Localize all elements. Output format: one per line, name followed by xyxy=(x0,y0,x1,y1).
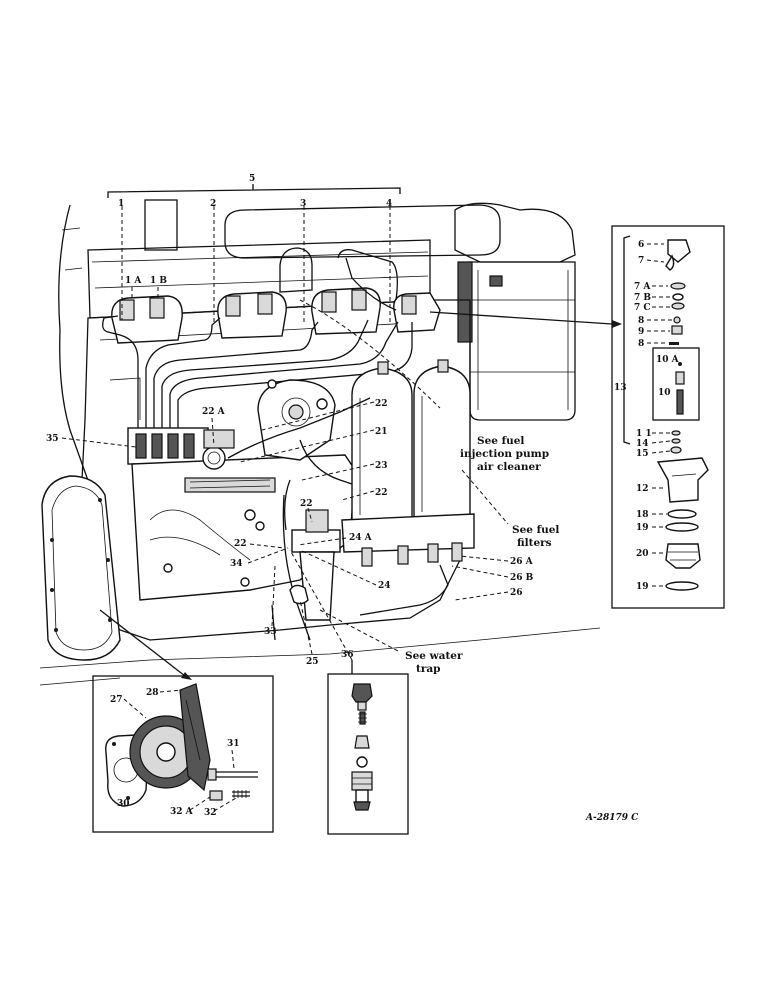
water-trap xyxy=(291,509,341,621)
nozzle-label-12: 14 xyxy=(636,439,649,449)
gear-label-1: 28 xyxy=(146,688,159,698)
callout-33: 33 xyxy=(264,627,277,637)
note-water-trap-line2: trap xyxy=(416,663,441,675)
drive-gear-detail-panel xyxy=(92,675,274,833)
cylinder-group-bracket xyxy=(107,184,401,198)
callout-26a: 26 A xyxy=(510,557,534,567)
nozzle-label-10: 13 xyxy=(614,383,627,393)
note-pump-cleaner-line2: injection pump xyxy=(460,448,549,460)
callout-26b: 26 B xyxy=(510,573,534,583)
gear-label-4: 32 A xyxy=(170,807,194,817)
note-water-trap-line1: See water xyxy=(405,650,463,662)
nozzle-label-3: 7 B xyxy=(634,293,651,303)
nozzle-label-6: 9 xyxy=(638,327,644,337)
gear-label-5: 32 xyxy=(204,808,217,818)
fitting-detail-panel xyxy=(327,673,409,835)
callout-35: 35 xyxy=(46,434,59,444)
injector-nozzle-detail-panel xyxy=(611,225,725,609)
callout-1b: 1 B xyxy=(150,276,167,286)
timing-cover xyxy=(41,475,121,661)
nozzle-label-18: 19 xyxy=(636,582,649,592)
callout-21: 21 xyxy=(375,427,388,437)
callout-24a: 24 A xyxy=(349,533,373,543)
gear-label-3: 30 xyxy=(117,799,130,809)
fuel-filters xyxy=(341,359,475,567)
fuel-injection-pump xyxy=(127,427,356,601)
nozzle-label-17: 20 xyxy=(636,549,649,559)
nozzle-label-0: 6 xyxy=(638,240,644,250)
callout-5: 5 xyxy=(249,174,255,184)
callout-22-left: 22 xyxy=(234,539,247,549)
callout-24: 24 xyxy=(378,581,391,591)
callout-23: 23 xyxy=(375,461,388,471)
callout-26: 26 xyxy=(510,588,523,598)
nozzle-label-11: 1 1 xyxy=(636,429,652,439)
callout-22-top: 22 xyxy=(375,399,388,409)
note-pump-cleaner-line3: air cleaner xyxy=(477,461,541,473)
gear-label-2: 31 xyxy=(227,739,240,749)
gear-callouts: 27 28 31 30 32 A 32 xyxy=(110,688,240,818)
nozzle-label-9: 10 xyxy=(658,388,671,398)
callout-22-center: 22 xyxy=(300,499,313,509)
governor-housing xyxy=(257,379,336,461)
callout-36: 36 xyxy=(341,650,354,660)
nozzle-label-4: 7 C xyxy=(634,303,651,313)
gear-label-0: 27 xyxy=(110,695,123,705)
callout-25: 25 xyxy=(306,657,319,667)
note-filters-line1: See fuel xyxy=(512,524,559,536)
callout-22a: 22 A xyxy=(202,407,226,417)
nozzle-label-5: 8 xyxy=(638,316,644,326)
nozzle-callouts: 6 7 7 A 7 B 7 C 8 9 8 10 A 10 13 1 1 14 … xyxy=(614,240,680,592)
nozzle-label-14: 12 xyxy=(636,484,649,494)
callout-1a: 1 A xyxy=(125,276,142,286)
note-pump-cleaner-line1: See fuel xyxy=(477,435,524,447)
callout-2: 2 xyxy=(210,199,216,209)
callout-22-mid: 22 xyxy=(375,488,388,498)
callout-3: 3 xyxy=(300,199,306,209)
nozzle-label-1: 7 xyxy=(638,256,644,266)
callout-1: 1 xyxy=(118,199,124,209)
nozzle-label-15: 18 xyxy=(636,510,649,520)
callout-34: 34 xyxy=(230,559,243,569)
drawing-reference: A-28179 C xyxy=(585,813,639,823)
nozzle-label-8: 10 A xyxy=(656,355,680,365)
nozzle-label-7: 8 xyxy=(638,339,644,349)
nozzle-label-16: 19 xyxy=(636,523,649,533)
engine-illustration xyxy=(39,199,601,686)
nozzle-label-2: 7 A xyxy=(634,282,651,292)
note-filters-line2: filters xyxy=(517,537,552,549)
injector-row xyxy=(111,287,441,344)
nozzle-label-13: 15 xyxy=(636,449,649,459)
callout-4: 4 xyxy=(386,199,392,209)
